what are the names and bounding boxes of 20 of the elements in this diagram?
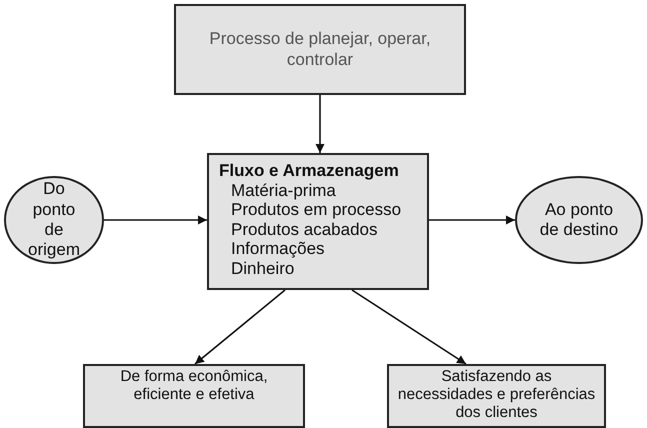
- box-heading: Fluxo e Armazenagem: [219, 161, 399, 181]
- process-box: [174, 4, 466, 95]
- arrow: [316, 95, 324, 153]
- outcome-box: [83, 364, 305, 428]
- box-text: Processo de planejar, operar, controlar: [208, 29, 432, 70]
- arrow: [194, 289, 286, 365]
- box-text: Satisfazendo as necessidades e preferências dos clientes: [396, 368, 596, 422]
- arrow: [104, 216, 207, 224]
- box-text: Do ponto de origem: [28, 179, 80, 261]
- list-item: Matéria-prima: [231, 180, 336, 200]
- list-item: Produtos acabados: [231, 220, 378, 240]
- outcome-box: [387, 364, 606, 428]
- list-item: Informações: [231, 239, 325, 259]
- arrow: [429, 216, 515, 224]
- list-item: Produtos em processo: [231, 200, 402, 220]
- box-text: Ao ponto de destino: [539, 200, 619, 240]
- process-box: [207, 153, 429, 290]
- box-text: De forma econômica, eficiente e efetiva: [119, 368, 269, 404]
- list-item: Dinheiro: [231, 258, 294, 278]
- arrow: [352, 289, 466, 365]
